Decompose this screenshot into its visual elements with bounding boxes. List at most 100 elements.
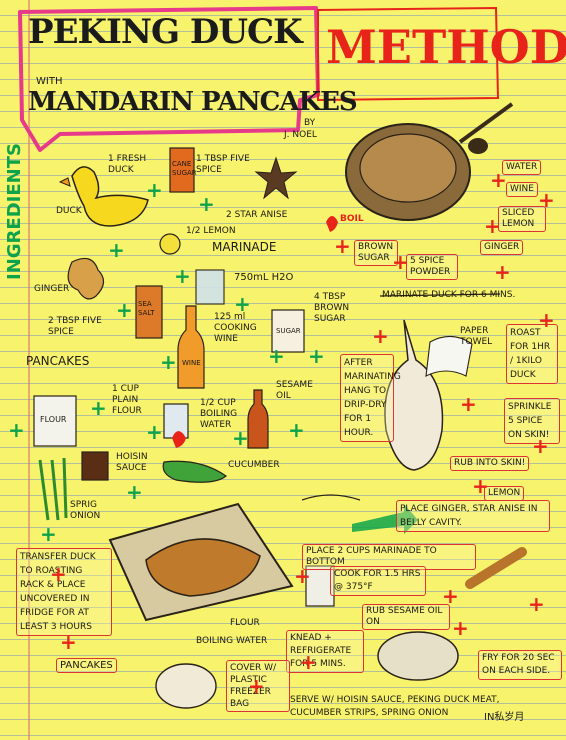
frying-pan-illustration bbox=[377, 631, 459, 681]
spring-onion-illustration bbox=[38, 457, 68, 521]
label-flour-bag: FLOUR bbox=[40, 415, 67, 424]
plus-sign: + bbox=[40, 522, 57, 546]
plus-sign: + bbox=[60, 630, 77, 654]
plus-sign: + bbox=[288, 418, 305, 442]
label-spring-onion: SPRIG ONION bbox=[70, 500, 101, 521]
method-five-spice-powder: 5 SPICE POWDER bbox=[406, 254, 458, 280]
method-rub-sesame: RUB SESAME OIL ON bbox=[362, 604, 450, 630]
plus-sign: + bbox=[460, 392, 477, 416]
plus-sign: + bbox=[532, 434, 549, 458]
label-flour-cup: 1 CUP PLAIN FLOUR bbox=[112, 384, 142, 416]
method-heading: METHOD bbox=[326, 20, 566, 74]
method-knead: KNEAD + REFRIGERATE FOR 5 MINS. bbox=[286, 630, 364, 673]
star-anise-illustration bbox=[254, 156, 298, 200]
plus-sign: + bbox=[234, 292, 251, 316]
method-lemon: LEMON bbox=[484, 486, 525, 501]
method-water: WATER bbox=[502, 160, 542, 175]
plus-sign: + bbox=[268, 344, 285, 368]
flour-bag bbox=[33, 395, 77, 447]
method-sprinkle: SPRINKLE 5 SPICE ON SKIN! bbox=[504, 398, 560, 444]
title-mandarin-pancakes: MANDARIN PANCAKES bbox=[28, 87, 358, 117]
plus-sign: + bbox=[294, 564, 311, 588]
hoisin-jar bbox=[81, 451, 109, 481]
label-duck: DUCK bbox=[56, 206, 82, 216]
label-cooking-wine: 125 ml COOKING WINE bbox=[214, 312, 257, 344]
plus-sign: + bbox=[308, 344, 325, 368]
method-marinate: MARINATE DUCK FOR 6 MINS. bbox=[382, 290, 516, 300]
sugar-box bbox=[271, 309, 305, 353]
duck-illustration bbox=[71, 166, 149, 227]
method-roast: ROAST FOR 1HR / 1KILO DUCK bbox=[506, 324, 558, 384]
plus-sign: + bbox=[392, 250, 409, 274]
method-brown-sugar: BROWN SUGAR bbox=[354, 240, 398, 266]
method-flour: FLOUR bbox=[230, 618, 260, 628]
plus-sign: + bbox=[442, 584, 459, 608]
plus-sign: + bbox=[146, 178, 163, 202]
plus-sign: + bbox=[538, 188, 555, 212]
ingredients-heading: INGREDIENTS bbox=[4, 143, 25, 280]
method-cook: COOK FOR 1.5 HRS @ 375°F bbox=[330, 566, 426, 596]
plus-sign: + bbox=[490, 168, 507, 192]
method-sliced-lemon: SLICED LEMON bbox=[498, 206, 546, 232]
plus-sign: + bbox=[232, 426, 249, 450]
label-lemon-half: 1/2 LEMON bbox=[186, 226, 236, 236]
sesame-oil-bottle bbox=[247, 389, 269, 449]
title-frame bbox=[18, 6, 320, 152]
plus-sign: + bbox=[484, 214, 501, 238]
plus-sign: + bbox=[90, 396, 107, 420]
plus-sign: + bbox=[300, 650, 317, 674]
cucumber-illustration bbox=[162, 460, 227, 483]
method-wine: WINE bbox=[506, 182, 538, 197]
label-hoisin: HOISIN SAUCE bbox=[116, 452, 148, 473]
method-rub: RUB INTO SKIN! bbox=[450, 456, 530, 471]
label-cucumber: CUCUMBER bbox=[228, 460, 280, 470]
plus-sign: + bbox=[452, 616, 469, 640]
method-place-ginger: PLACE GINGER, STAR ANISE IN BELLY CAVITY… bbox=[396, 500, 550, 532]
title-author: J. NOEL bbox=[284, 130, 317, 140]
label-marinade: MARINADE bbox=[212, 240, 277, 254]
method-pancakes: PANCAKES bbox=[56, 658, 117, 673]
plus-sign: + bbox=[472, 474, 489, 498]
label-brown-sugar: 4 TBSP BROWN SUGAR bbox=[314, 292, 350, 324]
plus-sign: + bbox=[160, 350, 177, 374]
ginger-illustration bbox=[67, 257, 105, 300]
method-place-marinade: PLACE 2 CUPS MARINADE TO BOTTOM bbox=[302, 544, 476, 570]
method-transfer: TRANSFER DUCK TO ROASTING RACK & PLACE U… bbox=[16, 548, 112, 636]
label-five-spice-tbsp: 1 TBSP FIVE SPICE bbox=[196, 154, 250, 175]
title-by: BY bbox=[304, 118, 316, 128]
oven-illustration bbox=[305, 565, 335, 607]
method-frame bbox=[317, 6, 500, 102]
method-fry: FRY FOR 20 SEC ON EACH SIDE. bbox=[478, 650, 562, 680]
plus-sign: + bbox=[174, 264, 191, 288]
plus-sign: + bbox=[334, 234, 351, 258]
label-fresh-duck: 1 FRESH DUCK bbox=[108, 154, 147, 175]
plus-sign: + bbox=[50, 562, 67, 586]
label-five-spice-2tbsp: 2 TBSP FIVE SPICE bbox=[48, 316, 102, 337]
label-cane-sugar: CANE SUGAR bbox=[172, 160, 197, 177]
title-with: WITH bbox=[36, 76, 63, 87]
plus-sign: + bbox=[528, 592, 545, 616]
plus-sign: + bbox=[494, 260, 511, 284]
label-water: 750mL H2O bbox=[234, 272, 294, 283]
method-boiling-water: BOILING WATER bbox=[196, 636, 268, 646]
notebook-margin-line bbox=[28, 0, 30, 740]
label-sesame-oil: SESAME OIL bbox=[276, 380, 313, 401]
plus-sign: + bbox=[126, 480, 143, 504]
label-ginger: GINGER bbox=[34, 284, 70, 294]
label-sugar-box: SUGAR bbox=[276, 327, 301, 335]
measuring-jug bbox=[195, 269, 225, 305]
green-arrow bbox=[352, 504, 418, 534]
plus-sign: + bbox=[116, 298, 133, 322]
plus-sign: + bbox=[8, 418, 25, 442]
label-boiling-water: 1/2 CUP BOILING WATER bbox=[200, 398, 238, 430]
plus-sign: + bbox=[146, 420, 163, 444]
plus-sign: + bbox=[538, 308, 555, 332]
plus-sign: + bbox=[248, 674, 265, 698]
label-pancakes-heading: PANCAKES bbox=[26, 354, 90, 368]
method-after-marinating: AFTER MARINATING HANG TO DRIP-DRY FOR 1 … bbox=[340, 354, 401, 442]
method-serve: SERVE W/ HOISIN SAUCE, PEKING DUCK MEAT,… bbox=[290, 695, 500, 718]
plus-sign: + bbox=[372, 324, 389, 348]
watermark: IN私岁月 bbox=[484, 712, 525, 723]
